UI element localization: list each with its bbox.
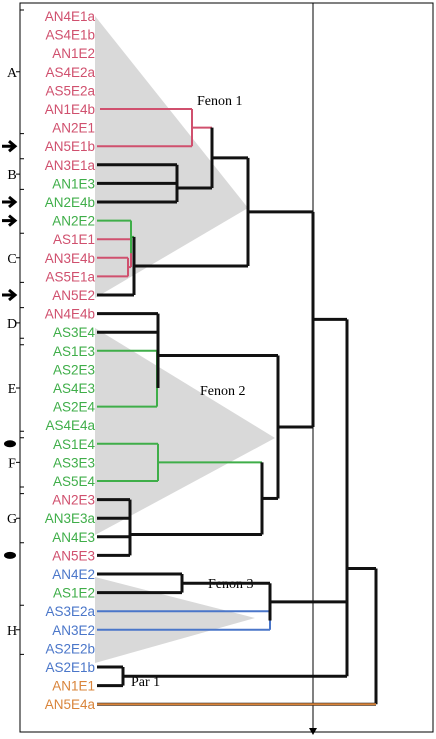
leaf-label: AS4E1b — [45, 28, 95, 43]
leaf-label: AS5E2a — [45, 83, 95, 98]
group-bracket — [16, 493, 24, 544]
group-label: G — [7, 512, 17, 527]
group-bracket — [16, 232, 24, 283]
leaf-label: AN5E1b — [45, 139, 95, 154]
cut-line-arrowhead — [309, 728, 317, 735]
group-bracket — [16, 437, 24, 488]
leaf-label: AS4E2a — [45, 65, 95, 80]
group-label: A — [7, 66, 18, 81]
leaf-label: AN4E1a — [45, 9, 96, 24]
leaf-label: AN4E2 — [52, 567, 95, 582]
leaf-label: AN5E3 — [52, 548, 95, 563]
leaf-label: AN2E2 — [52, 214, 95, 229]
fenon-2-label: Fenon 2 — [200, 384, 246, 399]
leaf-label: AN1E3 — [52, 176, 95, 191]
group-label: D — [7, 317, 17, 332]
fenon-3-shade — [95, 577, 255, 663]
leaf-label: AS2E4 — [53, 400, 96, 415]
group-bracket — [16, 9, 24, 135]
leaf-label: AS5E4 — [53, 474, 96, 489]
group-label: B — [7, 168, 16, 183]
dot-marker-icon — [4, 440, 16, 448]
group-bracket — [16, 604, 24, 655]
group-bracket — [16, 307, 24, 339]
arrow-marker-icon — [2, 195, 18, 209]
leaf-label: AS1E2 — [53, 586, 95, 601]
leaf-label: AS4E3 — [53, 381, 95, 396]
leaf-labels: AN4E1aAS4E1bAN1E2AS4E2aAS5E2aAN1E4bAN2E1… — [45, 9, 96, 712]
group-label: H — [7, 624, 17, 639]
leaf-label: AN5E2 — [52, 288, 95, 303]
dendrogram-links — [97, 108, 378, 706]
leaf-label: AN2E4b — [45, 195, 95, 210]
group-label: C — [7, 252, 16, 267]
leaf-label: AS1E1 — [53, 232, 95, 247]
leaf-label: AN2E3 — [52, 493, 95, 508]
group-bracket — [16, 344, 24, 432]
leaf-label: AS3E4 — [53, 325, 96, 340]
group-bracket — [16, 158, 24, 190]
markers — [2, 140, 18, 559]
leaf-label: AN3E2 — [52, 623, 95, 638]
dot-marker-icon — [4, 551, 16, 559]
fenon-1-shade — [95, 16, 248, 298]
leaf-label: AN4E3 — [52, 530, 95, 545]
fenon-1-label: Fenon 1 — [197, 94, 243, 109]
group-label: E — [8, 382, 17, 397]
group-brackets: A B C D E F G H — [7, 9, 24, 655]
leaf-label: AS2E2b — [45, 641, 95, 656]
par-1-label: Par 1 — [131, 675, 160, 690]
leaf-label: AN5E4a — [45, 697, 96, 712]
arrow-marker-icon — [2, 288, 18, 302]
leaf-label: AN1E1 — [52, 679, 95, 694]
leaf-label: AN3E3a — [45, 511, 96, 526]
leaf-label: AS2E3 — [53, 362, 95, 377]
leaf-label: AN2E1 — [52, 121, 95, 136]
fenon-2-shade — [95, 328, 275, 535]
leaf-label: AS4E4a — [45, 418, 95, 433]
leaf-label: AN4E4b — [45, 307, 95, 322]
group-label: F — [8, 456, 16, 471]
leaf-label: AS3E3 — [53, 455, 95, 470]
leaf-label: AN1E2 — [52, 46, 95, 61]
leaf-label: AN1E4b — [45, 102, 95, 117]
leaf-label: AS1E4 — [53, 437, 96, 452]
leaf-label: AN3E4b — [45, 251, 95, 266]
arrow-marker-icon — [2, 140, 18, 153]
leaf-label: AS5E1a — [45, 269, 95, 284]
arrow-marker-icon — [2, 214, 18, 227]
leaf-label: AS1E3 — [53, 344, 95, 359]
leaf-label: AN3E1a — [45, 158, 96, 173]
leaf-label: AS3E2a — [45, 604, 95, 619]
leaf-label: AS2E1b — [45, 660, 95, 675]
